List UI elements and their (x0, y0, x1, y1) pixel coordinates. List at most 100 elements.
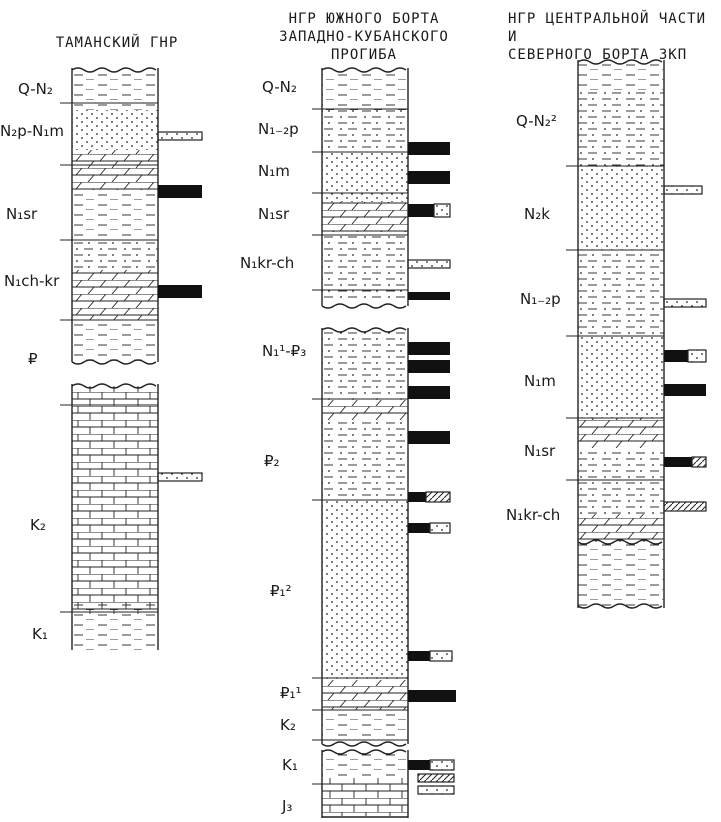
reservoir-marker-sand (429, 650, 453, 662)
erosion-boundary (321, 741, 407, 747)
stage-label: K₂ (30, 516, 46, 534)
layer-clay (72, 320, 158, 360)
reservoir-marker-solid (408, 342, 450, 355)
layer-clay (322, 70, 408, 110)
layer-sand (322, 152, 408, 202)
stage-label: N₁kr-ch (240, 254, 295, 272)
reservoir-marker-hatch (417, 773, 455, 783)
erosion-boundary (321, 303, 407, 309)
reservoir-marker-sand (157, 131, 203, 141)
reservoir-marker-solid (408, 292, 450, 300)
stage-label: Q-N₂² (516, 112, 557, 130)
stage-label: K₁ (282, 756, 298, 774)
reservoir-marker-solid (158, 285, 202, 298)
stage-label: ₽ (28, 350, 38, 368)
reservoir-marker-solid (664, 384, 706, 396)
layer-clay-sand (578, 448, 664, 514)
layer-clay (72, 190, 158, 240)
reservoir-marker-hatch (663, 501, 707, 512)
stage-label: N₁kr-ch (506, 506, 561, 524)
layer-clay-sand (72, 240, 158, 270)
layer-clay (322, 752, 408, 778)
column-central (566, 59, 707, 609)
layer-clay-sand (322, 330, 408, 400)
stage-label: K₂ (280, 716, 296, 734)
stage-label: ₽₁¹ (280, 684, 302, 702)
reservoir-marker-solid (408, 492, 426, 502)
layer-clay-sand (322, 232, 408, 302)
stage-label: J₃ (282, 797, 293, 815)
column-title-south: НГР ЮЖНОГО БОРТА ЗАПАДНО-КУБАНСКОГО ПРОГ… (244, 10, 484, 64)
stage-label: K₁ (32, 625, 48, 643)
erosion-boundary (577, 603, 663, 609)
erosion-boundary (321, 67, 407, 73)
reservoir-marker-hatch (425, 491, 451, 503)
erosion-boundary (321, 327, 407, 333)
reservoir-marker-sand (429, 759, 455, 771)
stage-label: N₁sr (6, 205, 38, 223)
layer-clay (578, 542, 664, 606)
erosion-boundary (71, 67, 157, 73)
layer-sand (578, 336, 664, 418)
stage-label: N₁m (524, 372, 556, 390)
reservoir-marker-sand (663, 185, 703, 195)
reservoir-marker-sand (429, 522, 451, 534)
stage-label: N₁₋₂p (258, 120, 299, 138)
layer-marl (72, 150, 158, 190)
column-title-line: НГР ЮЖНОГО БОРТА (288, 11, 440, 27)
reservoir-marker-solid (408, 142, 450, 155)
reservoir-marker-solid (408, 386, 450, 399)
reservoir-marker-solid (408, 651, 430, 661)
reservoir-marker-sand (687, 349, 707, 363)
reservoir-marker-solid (408, 360, 450, 373)
reservoir-marker-solid (664, 350, 688, 362)
reservoir-marker-solid (408, 760, 430, 770)
stage-label: N₂p-N₁m (0, 122, 65, 140)
reservoir-marker-sand (157, 472, 203, 482)
reservoir-marker-sand (417, 785, 455, 795)
stage-label: Q-N₂ (262, 78, 297, 96)
layer-clay (72, 72, 158, 110)
reservoir-marker-sand (433, 203, 451, 218)
column-title-taman: ТАМАНСКИЙ ГНР (22, 34, 212, 52)
reservoir-marker-hatch (691, 456, 707, 468)
stage-label: N₁ch-kr (4, 272, 60, 290)
layer-marl (322, 202, 408, 232)
reservoir-marker-solid (408, 171, 450, 184)
reservoir-marker-solid (664, 457, 692, 467)
erosion-boundary (71, 383, 157, 389)
layer-clay-sand (322, 110, 408, 152)
stage-label: Q-N₂ (18, 80, 53, 98)
layer-sand (578, 166, 664, 250)
erosion-boundary (71, 359, 157, 365)
layer-marl (578, 514, 664, 542)
stage-label: N₂k (524, 205, 550, 223)
layer-sand (322, 500, 408, 680)
layer-clay (72, 600, 158, 650)
column-title-line: НГР ЦЕНТРАЛЬНОЙ ЧАСТИ И (508, 11, 707, 45)
reservoir-marker-sand (407, 259, 451, 269)
reservoir-marker-sand (663, 298, 707, 308)
stage-label: N₁sr (258, 205, 290, 223)
reservoir-marker-solid (408, 431, 450, 444)
reservoir-marker-solid (408, 204, 434, 217)
reservoir-marker-solid (408, 523, 430, 533)
stage-label: ₽₁² (270, 582, 292, 600)
layer-sand (72, 110, 158, 150)
stage-label: N₁m (258, 162, 290, 180)
layer-clay (578, 62, 664, 90)
reservoir-marker-solid (158, 185, 202, 198)
column-title-central: НГР ЦЕНТРАЛЬНОЙ ЧАСТИ И СЕВЕРНОГО БОРТА … (508, 10, 721, 64)
erosion-boundary (577, 539, 663, 545)
column-south (312, 67, 456, 818)
column-taman (60, 67, 203, 650)
layer-clay-sand (578, 90, 664, 166)
column-title-line: ЗАПАДНО-КУБАНСКОГО ПРОГИБА (279, 29, 449, 63)
layer-clay-sand (322, 420, 408, 500)
layer-marl (72, 270, 158, 320)
stage-label: N₁¹-₽₃ (262, 342, 307, 360)
layer-limestone (72, 386, 158, 614)
stage-label: N₁sr (524, 442, 556, 460)
layer-clay-sand (578, 250, 664, 336)
